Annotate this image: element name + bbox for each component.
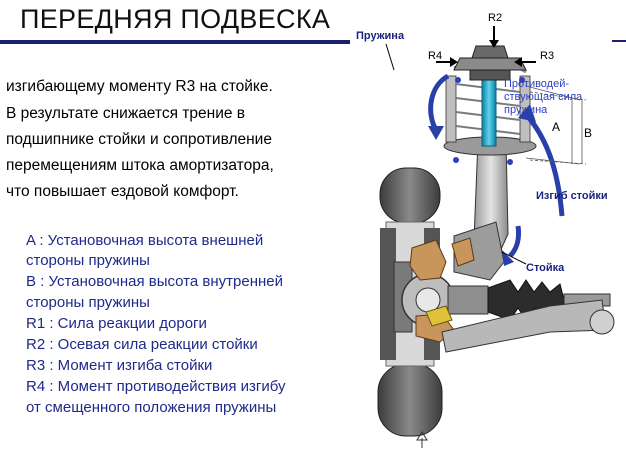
counter-force-arrow: [428, 73, 450, 140]
legend-item: стороны пружины: [26, 252, 150, 269]
legend-item: A : Установочная высота внешней: [26, 232, 264, 249]
title-underline-right: [612, 40, 626, 42]
legend-item: стороны пружины: [26, 294, 150, 311]
label-a: A: [552, 120, 561, 134]
r2-arrow: [489, 26, 499, 48]
legend-item: R4 : Момент противодействия изгибу: [26, 378, 286, 395]
mount-point: [455, 77, 461, 83]
legend-item: B : Установочная высота внутренней: [26, 273, 283, 290]
spring-pointer: [385, 43, 395, 71]
legend-item: от смещенного положения пружины: [26, 399, 277, 416]
legend-item: R3 : Момент изгиба стойки: [26, 357, 213, 374]
strut-bend-arrow: [502, 104, 565, 266]
label-counter-force: Противодей- ствующая сила пружина: [504, 78, 583, 116]
mount-point: [453, 157, 459, 163]
lower-control-arm: [441, 299, 615, 353]
label-r3: R3: [540, 50, 555, 62]
label-r4: R4: [428, 50, 443, 62]
legend-item: R1 : Сила реакции дороги: [26, 315, 207, 332]
label-b: B: [584, 126, 593, 140]
dimension-lines: [525, 85, 587, 165]
mount-point: [507, 159, 513, 165]
label-spring: Пружина: [356, 30, 405, 42]
suspension-illustration: [377, 26, 615, 448]
legend-item: R2 : Осевая сила реакции стойки: [26, 336, 258, 353]
paragraph-line: перемещениям штока амортизатора,: [6, 157, 274, 174]
r3-arrow: [514, 57, 536, 67]
paragraph-line: что повышает ездовой комфорт.: [6, 183, 239, 200]
paragraph-line: подшипнике стойки и сопротивление: [6, 131, 272, 148]
paragraph-line: изгибающему моменту R3 на стойке.: [6, 78, 273, 95]
label-r2: R2: [488, 12, 503, 24]
top-mount: [453, 45, 527, 81]
strut-body: [451, 139, 509, 281]
r4-arrow: [436, 57, 458, 67]
suspension-diagram: R2 Пружина R4 R3 Противодей- ствующая си…: [350, 0, 626, 448]
label-strut: Стойка: [526, 262, 565, 274]
title-underline: [0, 40, 350, 44]
strut-pointer: [501, 251, 527, 265]
mount-point: [519, 77, 525, 83]
label-strut-bend: Изгиб стойки: [536, 190, 608, 202]
page-title: ПЕРЕДНЯЯ ПОДВЕСКА: [20, 4, 331, 34]
r1-arrow: [416, 431, 428, 448]
paragraph-line: В результате снижается трение в: [6, 105, 246, 122]
